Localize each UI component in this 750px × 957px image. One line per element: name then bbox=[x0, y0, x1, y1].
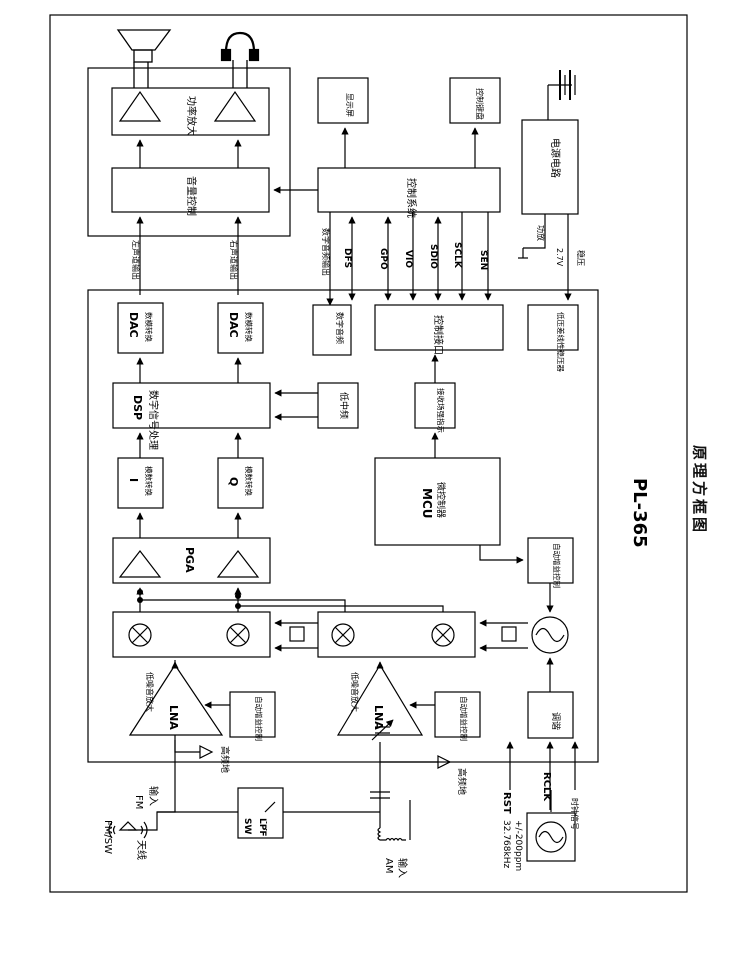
amp-short-label: 功放 bbox=[536, 225, 546, 241]
regulated-label: 稳压 bbox=[576, 250, 586, 266]
agc-am-label: 自动增益控制 bbox=[459, 696, 469, 741]
power-circuit-box bbox=[521, 119, 579, 215]
adc-i-label: I bbox=[127, 478, 140, 482]
lna-am-sub: 低噪音放大 bbox=[350, 672, 360, 712]
display-label: 显示屏 bbox=[345, 93, 354, 117]
lpf-label: LPF bbox=[257, 818, 267, 836]
sig-dfs-label: DFS bbox=[342, 248, 352, 268]
agc-right-box bbox=[527, 537, 574, 584]
power-amp-box bbox=[111, 87, 270, 136]
chip-title: PL-365 bbox=[629, 478, 650, 548]
control-system-label: 控制系统 bbox=[405, 178, 418, 218]
dac-left-label: DAC bbox=[127, 312, 140, 338]
outer-frame bbox=[49, 14, 688, 893]
fm-label: FM bbox=[133, 795, 144, 809]
dac-right-label: DAC bbox=[227, 312, 240, 338]
lna-fm-label: LNA bbox=[167, 705, 180, 730]
lna-fm-sub: 低噪音放大 bbox=[145, 672, 155, 712]
keypad-box bbox=[449, 77, 501, 124]
lna-am-label: LNA bbox=[372, 705, 385, 730]
hf-ground-am-label: 高频地 bbox=[456, 768, 468, 795]
digital-audio-label: 数字音频 bbox=[335, 312, 345, 344]
agc-am-box bbox=[434, 691, 481, 738]
pga-label: PGA bbox=[183, 547, 196, 573]
crystal-box bbox=[526, 812, 576, 862]
rssi-label: 接收场强指示 bbox=[436, 388, 446, 433]
rst-label: RST bbox=[501, 792, 512, 814]
mcu-sub: 微控制器 bbox=[435, 482, 447, 518]
lna-fm-triangle bbox=[128, 663, 224, 736]
low-if-box bbox=[317, 382, 359, 429]
sw-label: SW bbox=[242, 818, 252, 834]
volume-control-box bbox=[111, 167, 270, 213]
sig-vio-label: VIO bbox=[403, 250, 413, 268]
oscillator-icon bbox=[531, 616, 569, 654]
agc-fm-label: 自动增益控制 bbox=[254, 696, 264, 741]
sig-sen-label: SEN bbox=[478, 250, 488, 270]
tune-label: 调谐 bbox=[550, 712, 561, 730]
agc-right-label: 自动增益控制 bbox=[552, 543, 562, 588]
ldo-label: 低压差线性稳压器 bbox=[556, 312, 566, 372]
fm-input-label: 输入 bbox=[147, 786, 160, 806]
dsp-sub: 数字信号处理 bbox=[147, 390, 160, 450]
agc-fm-box bbox=[229, 691, 276, 738]
ldo-box bbox=[527, 304, 579, 351]
speaker-icon bbox=[116, 29, 172, 88]
divider-left-box bbox=[289, 626, 305, 642]
v27-label: 2.7V bbox=[555, 248, 564, 267]
am-label: AM bbox=[383, 858, 394, 873]
low-if-label: 低中频 bbox=[338, 392, 350, 419]
power-circuit-label: 电源电路 bbox=[549, 138, 562, 178]
dac-right-sub: 数模转换 bbox=[244, 312, 254, 342]
control-interface-label: 控制接口 bbox=[432, 315, 445, 355]
dac-left-box bbox=[117, 302, 164, 354]
mixer-am-box bbox=[317, 611, 476, 658]
chip-boundary bbox=[87, 289, 599, 763]
sig-sclk-label: SCLK bbox=[452, 242, 462, 269]
audio-section-frame bbox=[87, 67, 291, 237]
dsp-label: DSP bbox=[131, 395, 144, 420]
adc-q-box bbox=[217, 457, 264, 509]
control-interface-box bbox=[374, 304, 504, 351]
headphone-icon bbox=[220, 31, 260, 88]
dac-right-box bbox=[217, 302, 264, 354]
adc-i-sub: 模数转换 bbox=[144, 466, 154, 496]
junction-dots bbox=[137, 589, 241, 609]
mcu-box bbox=[374, 457, 501, 546]
clock-signal-label: 时钟信号 bbox=[570, 798, 580, 830]
left-out-label: 左声道输出 bbox=[131, 240, 141, 280]
divider-right-box bbox=[501, 626, 517, 642]
mcu-label: MCU bbox=[420, 488, 434, 519]
dac-left-sub: 数模转换 bbox=[144, 312, 154, 342]
adc-i-box bbox=[117, 457, 164, 509]
fm-sw-label: FM/SW bbox=[102, 820, 113, 854]
sig-sdio-label: SDIO bbox=[428, 244, 438, 269]
lna-am-triangle bbox=[336, 663, 424, 736]
antenna-label: 天线 bbox=[135, 840, 148, 860]
am-input-label: 输入 bbox=[396, 858, 409, 878]
digital-audio-out-label: 数字音频输出 bbox=[321, 228, 331, 276]
power-amp-label: 功率放大 bbox=[185, 96, 198, 136]
hf-ground-fm-label: 高频地 bbox=[219, 746, 231, 773]
sig-gpo-label: GPO bbox=[378, 248, 388, 270]
figure-caption: 原理方框图 bbox=[690, 444, 709, 536]
crystal-tol-label: +/-200ppm bbox=[513, 820, 523, 871]
pga-box bbox=[112, 537, 271, 584]
sw-lpf-box bbox=[237, 787, 284, 839]
dsp-box bbox=[112, 382, 271, 429]
rssi-box bbox=[414, 382, 456, 429]
adc-q-sub: 模数转换 bbox=[244, 466, 254, 496]
display-box bbox=[317, 77, 369, 124]
antenna-icon bbox=[108, 821, 148, 839]
digital-audio-box bbox=[312, 304, 352, 356]
rclk-label: RCLK bbox=[541, 772, 552, 802]
adc-q-label: Q bbox=[227, 477, 240, 486]
mixer-fm-box bbox=[112, 611, 271, 658]
right-out-label: 右声道输出 bbox=[229, 240, 239, 280]
crystal-freq-label: 32.768kHz bbox=[501, 820, 511, 868]
volume-control-label: 音量控制 bbox=[185, 176, 198, 216]
keypad-label: 控制键盘 bbox=[475, 88, 485, 120]
